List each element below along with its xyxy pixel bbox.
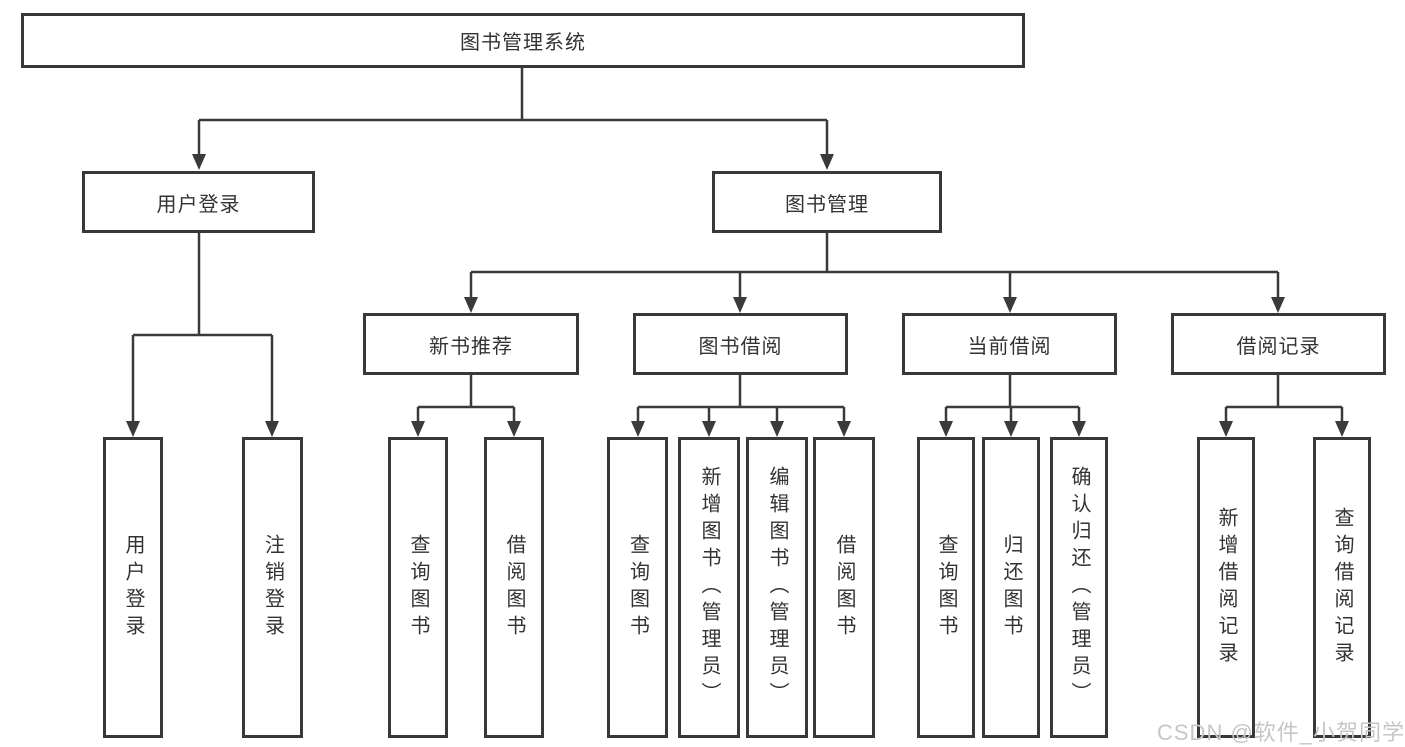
node-query-borrow-record: 查询借阅记录 — [1313, 437, 1371, 738]
connector-borrow-record-branch — [1219, 375, 1349, 437]
node-label: 借阅图书 — [833, 533, 855, 642]
connector-root-to-level2 — [192, 68, 834, 170]
connector-current-borrow-branch — [939, 375, 1086, 437]
node-new-book-recommend: 新书推荐 — [363, 313, 579, 375]
node-query-books-3: 查询图书 — [917, 437, 975, 738]
node-label: 新增借阅记录 — [1215, 506, 1237, 669]
connector-user-login-branch — [126, 233, 279, 437]
node-query-books-2: 查询图书 — [607, 437, 668, 738]
node-confirm-return-admin: 确认归还（管理员） — [1050, 437, 1108, 738]
node-current-borrow: 当前借阅 — [902, 313, 1117, 375]
node-label: 归还图书 — [1000, 533, 1022, 642]
node-label: 注销登录 — [261, 533, 284, 642]
node-label: 借阅图书 — [503, 533, 525, 642]
node-book-borrow: 图书借阅 — [633, 313, 848, 375]
connector-book-management-branch — [464, 233, 1285, 313]
node-borrow-record: 借阅记录 — [1171, 313, 1386, 375]
node-user-login-leaf: 用户登录 — [103, 437, 163, 738]
node-label: 确认归还（管理员） — [1068, 466, 1090, 709]
node-book-management: 图书管理 — [712, 171, 942, 233]
node-add-book-admin: 新增图书（管理员） — [678, 437, 740, 738]
node-user-login: 用户登录 — [82, 171, 315, 233]
node-borrow-books-2: 借阅图书 — [813, 437, 875, 738]
node-label: 查询图书 — [407, 533, 429, 642]
node-label: 新增图书（管理员） — [698, 466, 720, 709]
node-label: 用户登录 — [122, 533, 144, 642]
node-add-borrow-record: 新增借阅记录 — [1197, 437, 1255, 738]
node-return-books: 归还图书 — [982, 437, 1040, 738]
node-label: 查询借阅记录 — [1331, 506, 1353, 669]
node-query-books-1: 查询图书 — [388, 437, 448, 738]
connector-book-borrow-branch — [631, 375, 851, 437]
node-label: 查询图书 — [626, 533, 649, 642]
csdn-watermark: CSDN @软件_小贺同学 — [1157, 720, 1405, 745]
node-label: 编辑图书（管理员） — [766, 466, 788, 709]
connector-new-book-branch — [411, 375, 521, 437]
node-label: 查询图书 — [935, 533, 957, 642]
node-edit-book-admin: 编辑图书（管理员） — [746, 437, 808, 738]
node-borrow-books-1: 借阅图书 — [484, 437, 544, 738]
node-root: 图书管理系统 — [21, 13, 1025, 68]
node-logout: 注销登录 — [242, 437, 303, 738]
